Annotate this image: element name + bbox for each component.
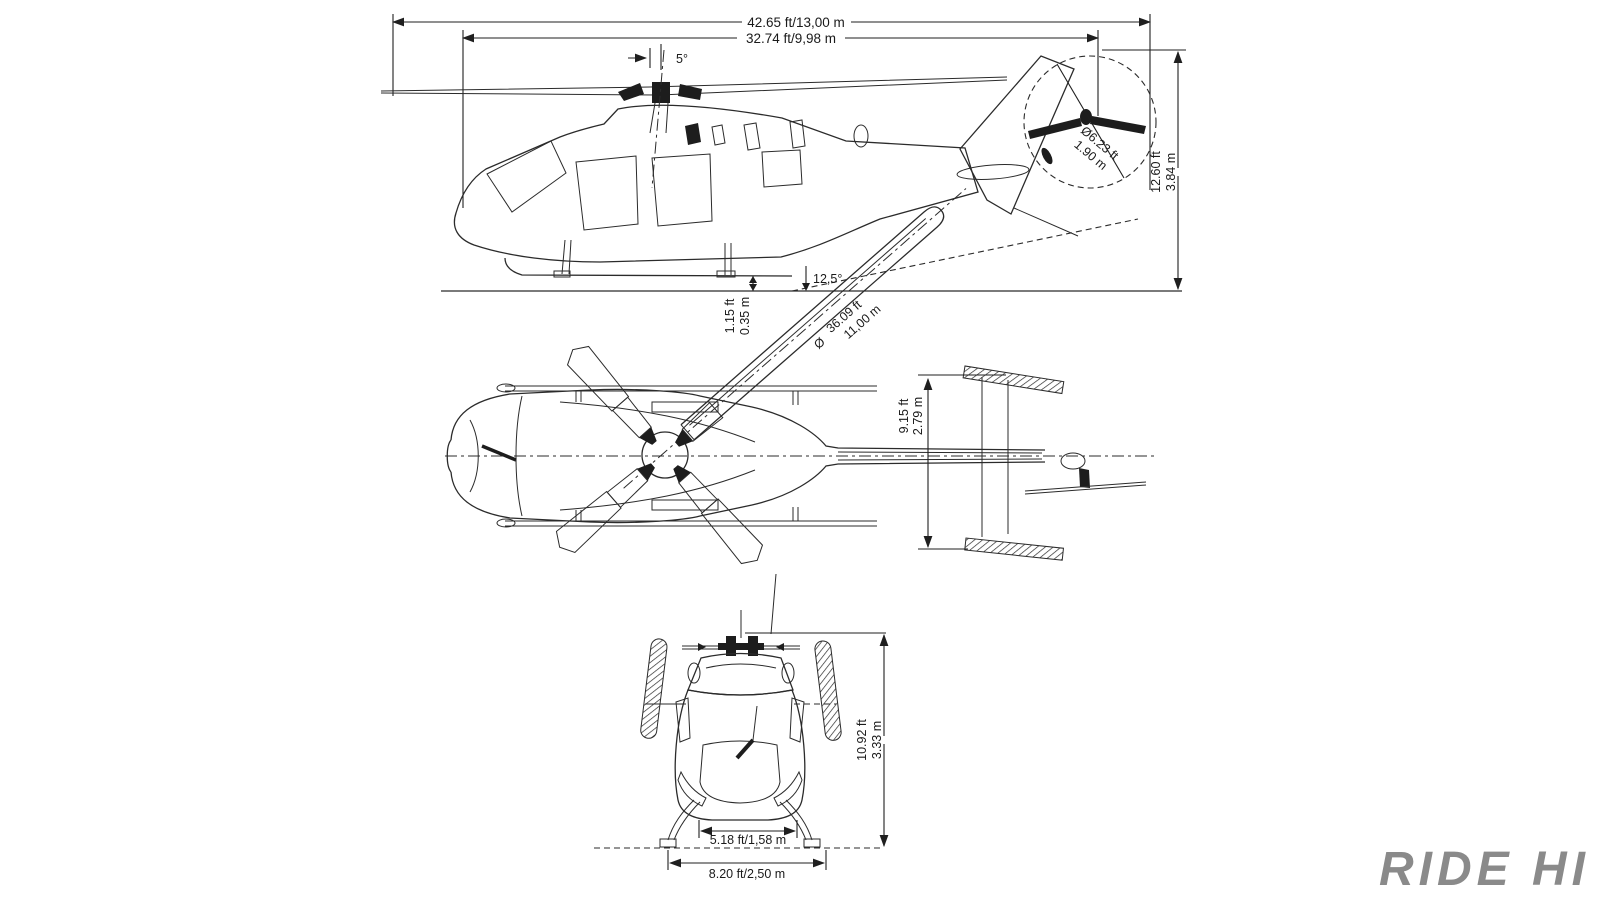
dim-height-front: 10.92 ft 3.33 m (745, 632, 889, 848)
stabilizer-span-ft-label: 9.15 ft (897, 398, 911, 433)
tail-rotor-top (1024, 452, 1147, 495)
rotor-head-front (682, 573, 800, 656)
skids-top (496, 383, 877, 528)
tail-rotor-diameter-label: Ø6.23 ft 1.90 m (1071, 124, 1121, 173)
tail-rotor-side: Ø6.23 ft 1.90 m (1023, 55, 1157, 189)
dim-ground-clearance: 1.15 ft 0.35 m (723, 276, 757, 335)
stabilizer-top (962, 365, 1065, 561)
fuselage-front (674, 652, 806, 821)
front-height-m-label: 3.33 m (870, 721, 884, 759)
side-view: 42.65 ft/13,00 m 32.74 ft/9,98 m 5° (380, 14, 1186, 335)
front-view: 5.18 ft/1,58 m 8.20 ft/2,50 m 10.92 ft 3… (594, 573, 889, 881)
fuselage-length-label: 32.74 ft/9,98 m (746, 31, 836, 46)
ride-hi-watermark: RIDE HI (1379, 843, 1590, 896)
mast-tilt-annotation: 5° (628, 44, 688, 70)
dim-stabilizer-span: 9.15 ft 2.79 m (897, 374, 1006, 550)
tail-angle-annotation: 12,5° (791, 218, 1139, 292)
fuselage-side (453, 55, 1079, 278)
main-rotor-hub-top (555, 345, 764, 565)
front-height-ft-label: 10.92 ft (855, 719, 869, 761)
clearance-ft-label: 1.15 ft (723, 298, 737, 333)
stabilizer-front (640, 638, 842, 741)
dim-overall-width: 8.20 ft/2,50 m (667, 850, 827, 881)
height-ft-label: 12.60 ft (1149, 151, 1163, 193)
main-rotor-blade-diagonal: Ø 36.09 ft 11,00 m (623, 188, 967, 489)
height-m-label: 3.84 m (1164, 153, 1178, 191)
clearance-m-label: 0.35 m (738, 297, 752, 335)
overall-width-label: 8.20 ft/2,50 m (709, 867, 785, 881)
cabin-width-label: 5.18 ft/1,58 m (710, 833, 786, 847)
dim-length-overall: 42.65 ft/13,00 m (391, 14, 1152, 190)
main-rotor-side (380, 49, 1008, 189)
skids-front (594, 799, 884, 849)
tail-angle-label: 12,5° (813, 272, 842, 286)
dim-height-side: 12.60 ft 3.84 m (1102, 49, 1186, 291)
length-overall-label: 42.65 ft/13,00 m (747, 15, 845, 30)
fuselage-top (446, 388, 1046, 524)
mast-tilt-label: 5° (676, 52, 688, 66)
top-view: 9.15 ft 2.79 m (445, 345, 1158, 565)
dim-fuselage-length: 32.74 ft/9,98 m (461, 30, 1100, 208)
stabilizer-span-m-label: 2.79 m (911, 397, 925, 435)
dim-cabin-width: 5.18 ft/1,58 m (698, 820, 798, 847)
main-rotor-diameter-label: Ø 36.09 ft 11,00 m (811, 297, 883, 352)
svg-text:Ø: Ø (811, 335, 828, 352)
